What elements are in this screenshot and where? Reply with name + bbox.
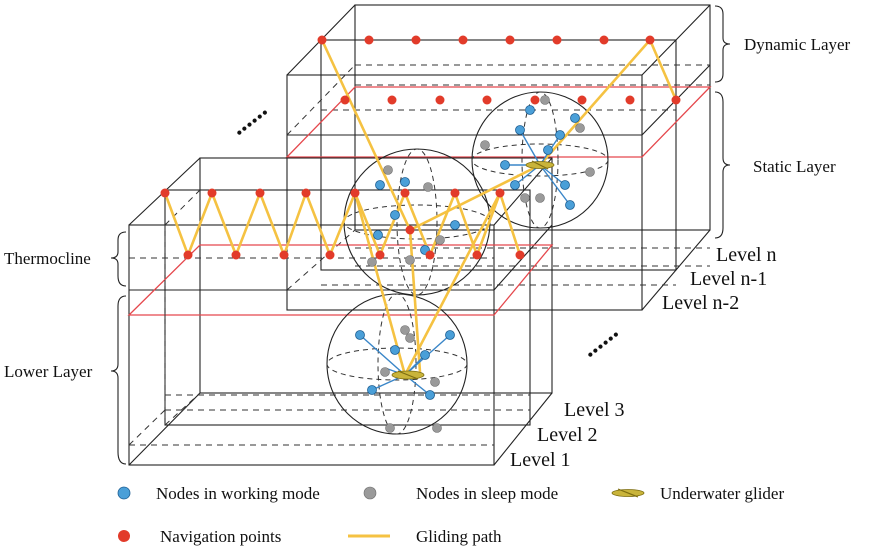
label-level-n: Level n (716, 244, 777, 266)
working-nodes (355, 105, 580, 400)
working-node (450, 220, 460, 230)
sleep-node (480, 140, 490, 150)
sleep-node (383, 165, 393, 175)
legend: Nodes in working mode Nodes in sleep mod… (117, 484, 784, 546)
sleep-node (423, 182, 433, 192)
legend-path-label: Gliding path (416, 527, 502, 546)
working-node (525, 105, 535, 115)
label-level-3: Level 3 (564, 399, 625, 421)
label-level-2: Level 2 (537, 424, 598, 446)
label-level-1: Level 1 (510, 449, 571, 471)
working-node (355, 330, 365, 340)
label-thermocline: Thermocline (4, 249, 91, 268)
sleep-node (430, 377, 440, 387)
sleep-node (385, 423, 395, 433)
sleep-node (435, 235, 445, 245)
legend-sleep-swatch (363, 486, 377, 500)
legend-glider-swatch (611, 488, 645, 498)
sleep-node (367, 257, 377, 267)
working-node (373, 230, 383, 240)
working-node (543, 145, 553, 155)
brace-thermocline (110, 231, 127, 287)
sleep-node (520, 193, 530, 203)
navigation-points (160, 35, 681, 260)
glider-icon (391, 370, 425, 380)
brace-lower (110, 295, 127, 465)
working-node (500, 160, 510, 170)
brace-dynamic (714, 5, 731, 83)
label-lower-layer: Lower Layer (4, 362, 93, 381)
sleep-node (535, 193, 545, 203)
working-node (555, 130, 565, 140)
legend-glider-label: Underwater glider (660, 484, 784, 503)
sleep-node (585, 167, 595, 177)
working-node (390, 210, 400, 220)
legend-nav-label: Navigation points (160, 527, 281, 546)
working-node (510, 180, 520, 190)
working-node (400, 177, 410, 187)
sleep-node (400, 325, 410, 335)
working-node (560, 180, 570, 190)
ellipsis-lower: ...... (575, 316, 624, 363)
sleep-nodes (367, 95, 595, 433)
legend-working-swatch (117, 486, 131, 500)
legend-working-label: Nodes in working mode (156, 484, 320, 503)
glider-icon (525, 160, 555, 170)
working-node (515, 125, 525, 135)
front-block (127, 157, 554, 466)
legend-sleep-label: Nodes in sleep mode (416, 484, 558, 503)
sleep-node (405, 255, 415, 265)
ellipsis-upper: ...... (224, 94, 273, 141)
working-node (367, 385, 377, 395)
brace-static (714, 91, 731, 239)
working-node (570, 113, 580, 123)
legend-nav-swatch (118, 530, 130, 542)
sleep-node (540, 95, 550, 105)
sphere-upper-right (471, 91, 609, 229)
working-node (420, 350, 430, 360)
working-node (565, 200, 575, 210)
label-level-n2: Level n-2 (662, 292, 739, 314)
working-node (390, 345, 400, 355)
label-dynamic-layer: Dynamic Layer (744, 35, 851, 54)
sleep-node (380, 367, 390, 377)
label-static-layer: Static Layer (753, 157, 836, 176)
sleep-node (405, 333, 415, 343)
back-block (285, 4, 712, 311)
sleep-node (432, 423, 442, 433)
sleep-node (575, 123, 585, 133)
working-node (375, 180, 385, 190)
working-node (445, 330, 455, 340)
working-node (425, 390, 435, 400)
label-level-n1: Level n-1 (690, 268, 767, 290)
